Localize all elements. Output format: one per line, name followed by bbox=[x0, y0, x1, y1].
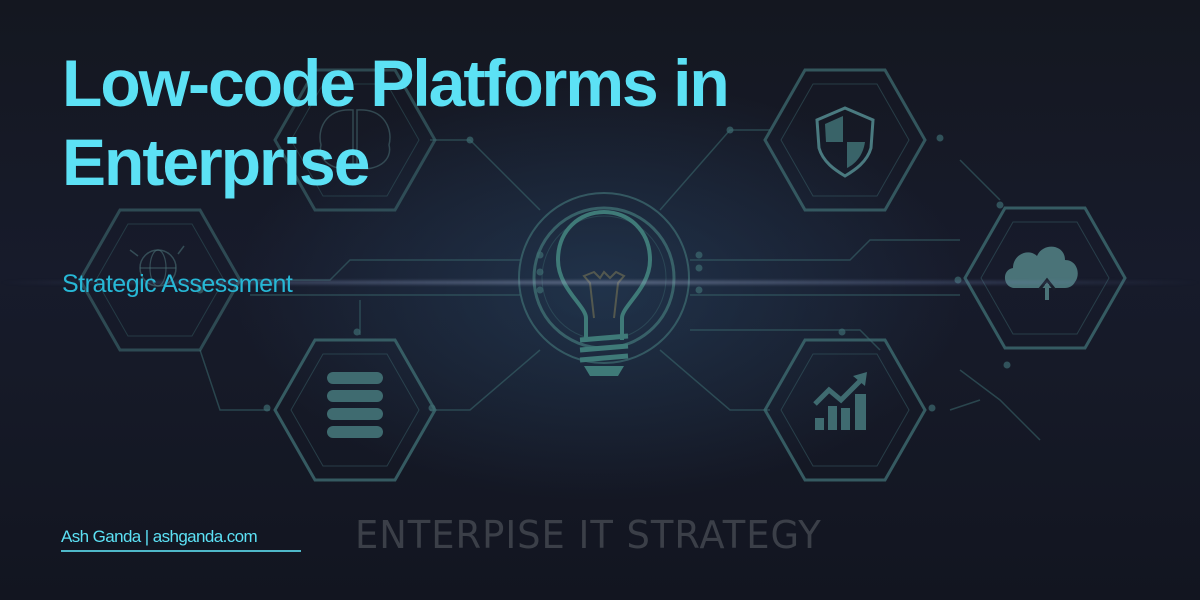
horizontal-light-streak bbox=[0, 281, 1200, 284]
growth-chart-icon bbox=[763, 338, 927, 482]
lightbulb-icon bbox=[518, 192, 690, 376]
server-stack-icon bbox=[273, 338, 437, 482]
author-byline: Ash Ganda | ashganda.com bbox=[61, 527, 258, 546]
shield-icon bbox=[763, 68, 927, 212]
cloud-upload-icon bbox=[963, 206, 1127, 350]
page-title: Low-code Platforms in Enterprise bbox=[62, 46, 730, 199]
author-underline bbox=[61, 550, 301, 552]
globe-network-icon bbox=[78, 208, 242, 352]
background-caption: ENTERPISE IT STRATEGY bbox=[355, 513, 822, 557]
brain-icon bbox=[273, 68, 437, 212]
subtitle: Strategic Assessment bbox=[62, 270, 293, 298]
